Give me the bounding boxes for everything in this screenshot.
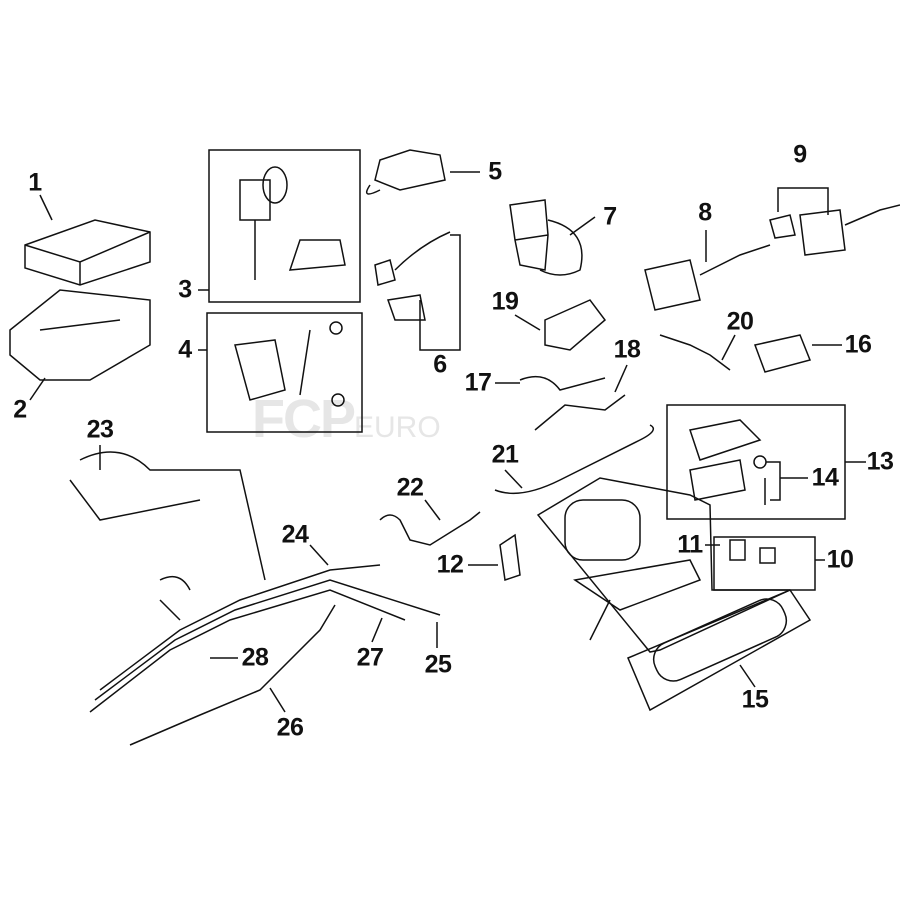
sensor-20-part [659, 334, 731, 371]
callout-4: 4 [178, 335, 192, 364]
callout-26: 26 [276, 713, 304, 742]
leader-lines [29, 171, 866, 713]
callout-17: 17 [464, 368, 492, 397]
callout-13: 13 [866, 447, 894, 476]
callout-3: 3 [178, 275, 192, 304]
group-box-4 [206, 312, 363, 433]
bracket-19-part [544, 299, 607, 351]
callout-7: 7 [603, 202, 617, 231]
air-line-bundle [69, 451, 441, 746]
callout-23: 23 [86, 415, 114, 444]
valve-part [365, 149, 446, 195]
connector-8-part [644, 244, 771, 311]
valve-block-13-part [689, 419, 762, 501]
callout-28: 28 [241, 643, 269, 672]
callout-21: 21 [491, 440, 519, 469]
accumulator-16-part [753, 334, 812, 373]
callout-18: 18 [613, 335, 641, 364]
callout-24: 24 [281, 520, 309, 549]
bracket-12-part [499, 533, 521, 581]
callout-9: 9 [793, 140, 807, 169]
group-box-3 [208, 149, 361, 303]
fittings-10-part [729, 539, 776, 564]
group-box-15 [627, 589, 812, 712]
level-sensor-assembly [234, 321, 345, 407]
watermark-suffix: EURO [354, 411, 441, 444]
callout-2: 2 [13, 395, 27, 424]
callout-11: 11 [677, 530, 703, 559]
group-box-13 [666, 404, 846, 520]
callout-20: 20 [726, 307, 754, 336]
callout-14: 14 [811, 463, 839, 492]
callout-12: 12 [436, 550, 464, 579]
air-line-22 [379, 511, 481, 546]
callout-10: 10 [826, 545, 854, 574]
watermark-main: FCP [252, 389, 356, 449]
callout-19: 19 [491, 287, 519, 316]
callout-22: 22 [396, 473, 424, 502]
callout-25: 25 [424, 650, 452, 679]
callout-27: 27 [356, 643, 384, 672]
air-line-17-18 [519, 375, 626, 431]
callout-1: 1 [28, 168, 42, 197]
compressor-part [564, 499, 702, 641]
callout-16: 16 [844, 330, 872, 359]
callout-5: 5 [488, 157, 502, 186]
bolt-14 [753, 455, 767, 469]
reservoir-15-part [652, 598, 788, 682]
watermark-logo: FCPEURO [252, 392, 441, 446]
callout-15: 15 [741, 685, 769, 714]
air-line-21 [494, 424, 655, 495]
valve-block-part [509, 199, 583, 276]
bracket-part [9, 289, 151, 381]
callout-8: 8 [698, 198, 712, 227]
level-sensor-part [239, 166, 346, 280]
connector-9-part [769, 204, 900, 256]
control-module-part [24, 219, 151, 286]
compressor-outline [536, 477, 791, 653]
sensor-wire-part [374, 231, 451, 321]
callout-6: 6 [433, 350, 447, 379]
